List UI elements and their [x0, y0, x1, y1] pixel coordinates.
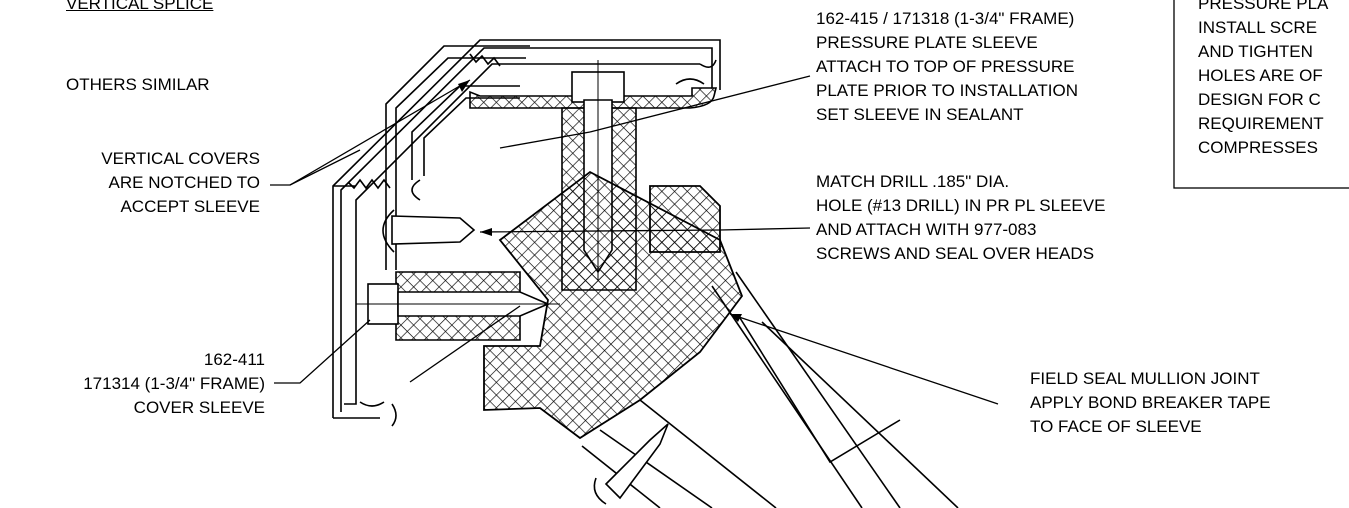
bottom-screw — [604, 423, 669, 500]
mullion-box — [649, 185, 721, 253]
note-pressure-plate-sleeve: 162-415 / 171318 (1-3/4" FRAME) PRESSURE… — [816, 9, 1078, 124]
note-match-drill: MATCH DRILL .185" DIA. HOLE (#13 DRILL) … — [816, 172, 1106, 263]
vertical-cover — [347, 178, 391, 190]
note-vertical-covers: VERTICAL COVERS ARE NOTCHED TO ACCEPT SL… — [101, 149, 260, 216]
vertical-cover-top — [469, 53, 501, 67]
arrowheads — [458, 80, 742, 322]
note-box — [1173, 0, 1349, 189]
note-field-seal: FIELD SEAL MULLION JOINT APPLY BOND BREA… — [1030, 369, 1271, 436]
leader-lines — [270, 75, 999, 405]
mullion-extrusion — [581, 271, 959, 508]
side-screw — [391, 215, 476, 245]
note-boxed: PRESSURE PLA INSTALL SCRE AND TIGHTEN HO… — [1198, 0, 1329, 157]
note-cover-sleeve: 162-411 171314 (1-3/4" FRAME) COVER SLEE… — [83, 350, 265, 417]
drawing-heading: VERTICAL SPLICE — [66, 0, 214, 13]
note-others-similar: OTHERS SIMILAR — [66, 75, 210, 94]
